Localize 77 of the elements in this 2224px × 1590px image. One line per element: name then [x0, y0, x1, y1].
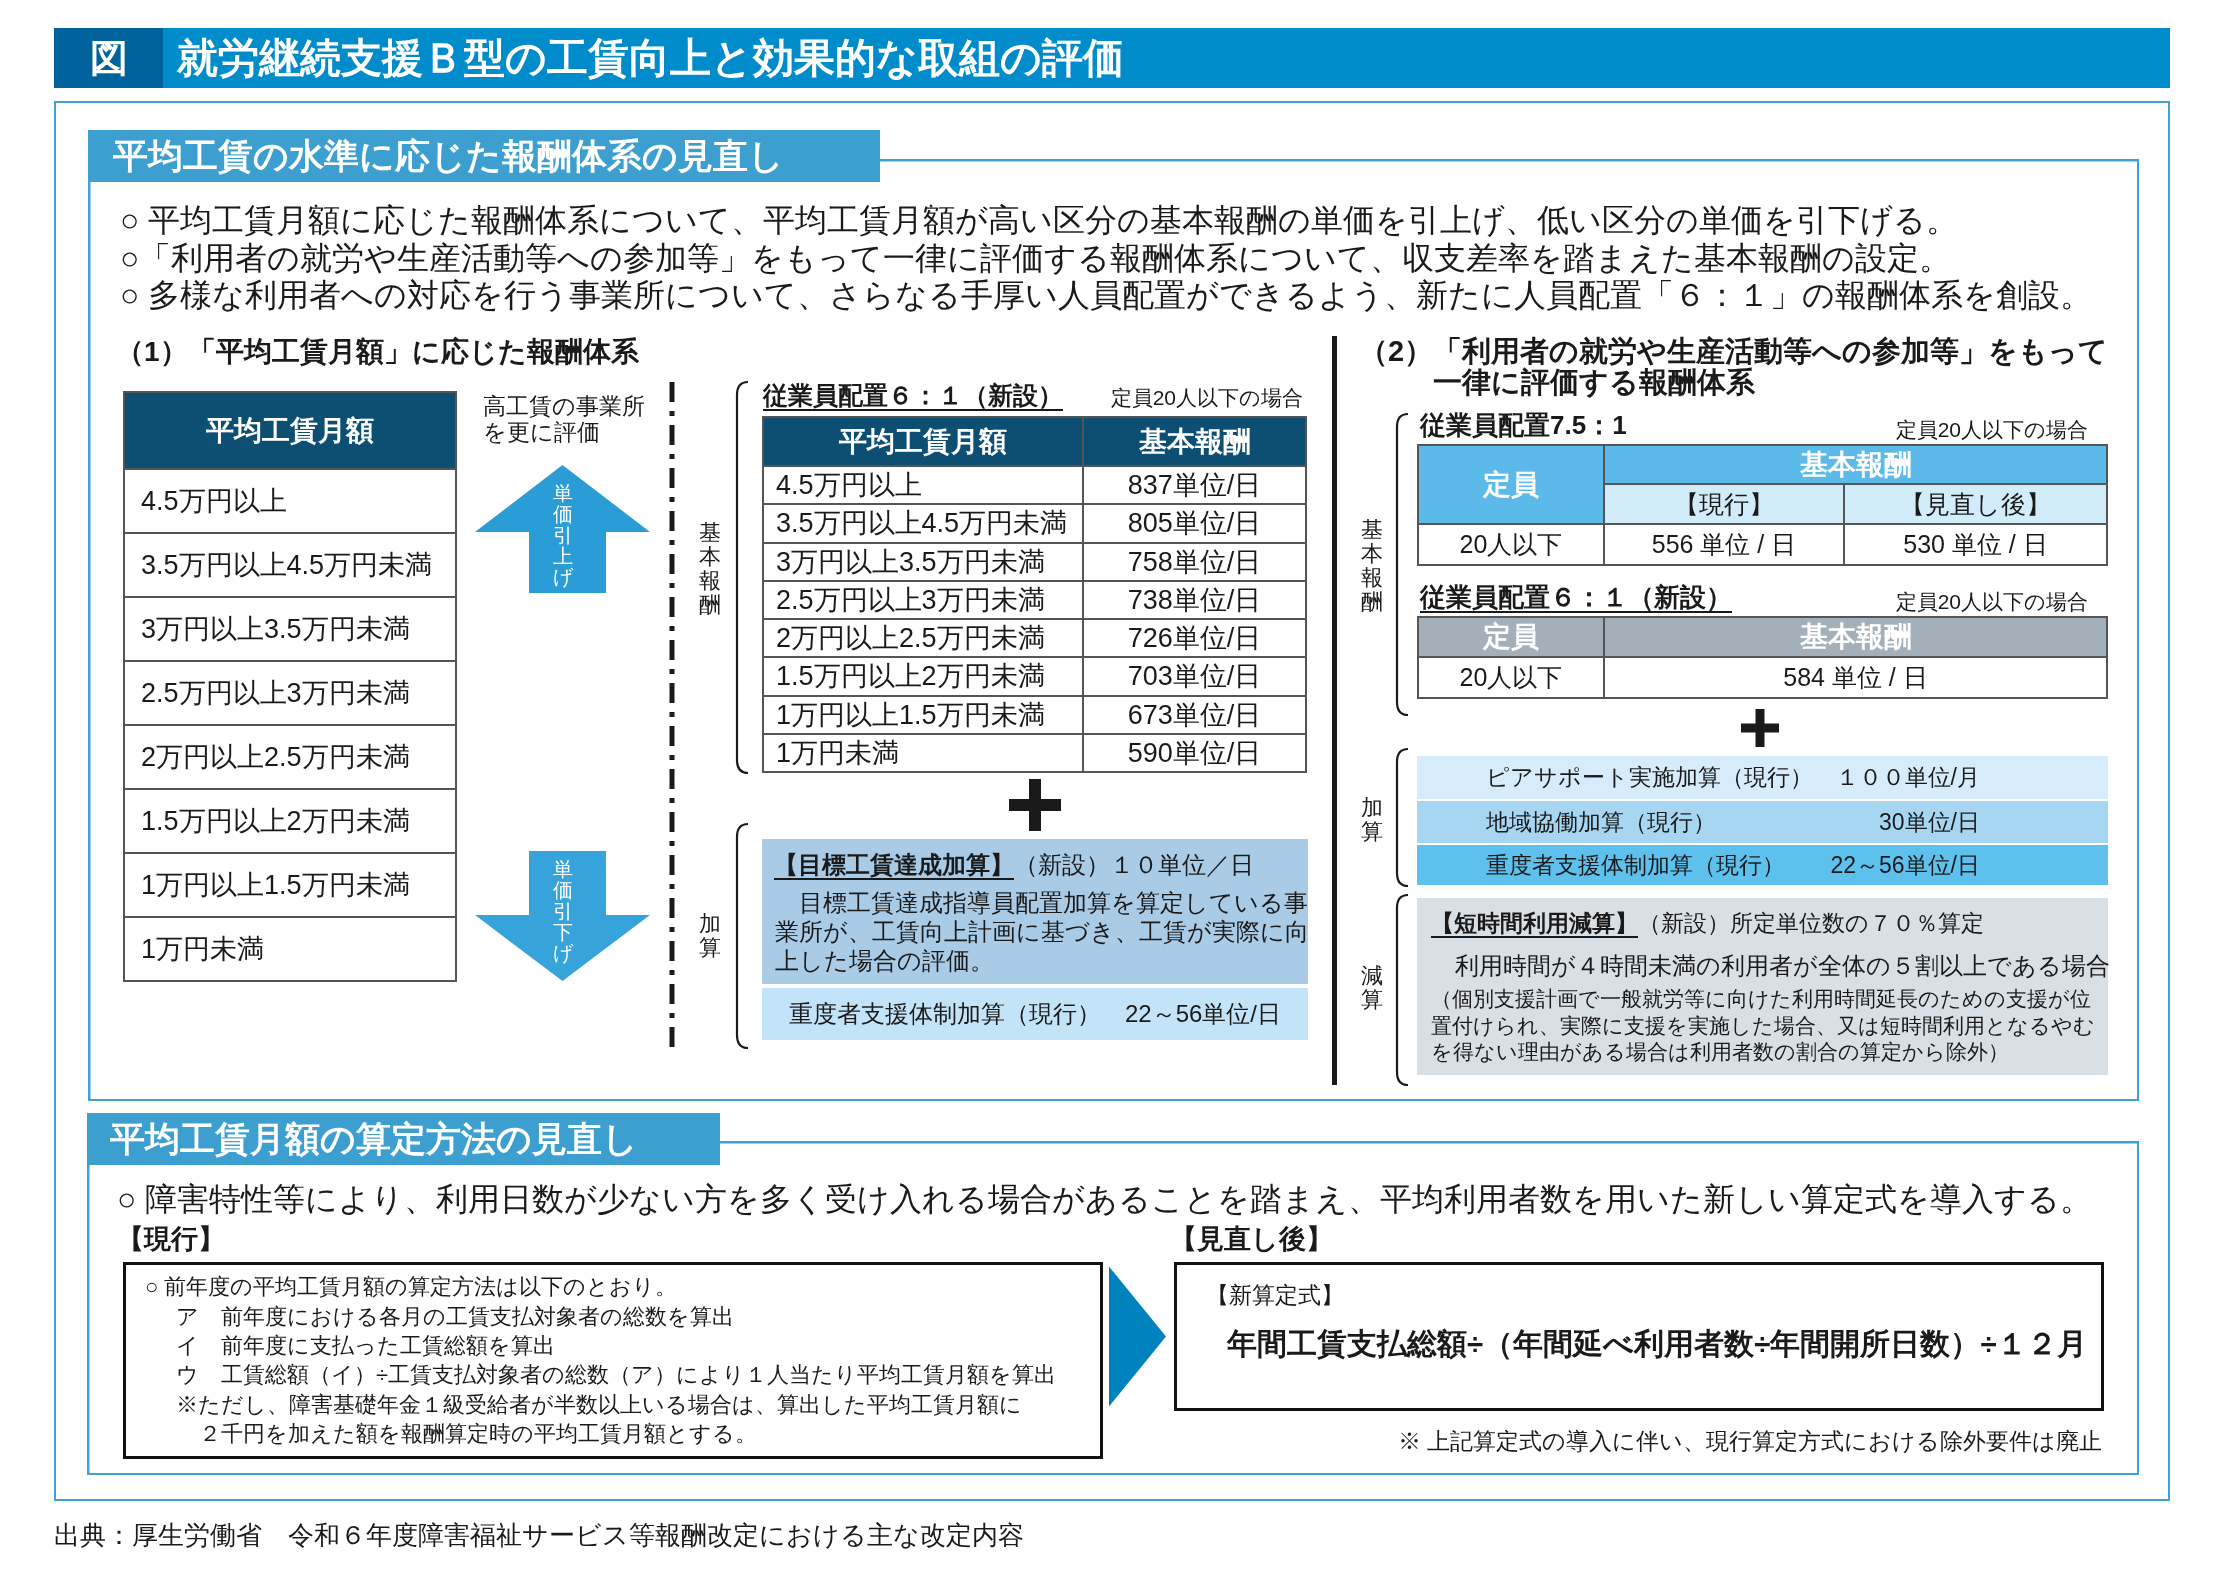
- table-note: 定員20人以下の場合: [1110, 385, 1303, 411]
- addition-box: [762, 839, 1308, 984]
- section-heading: 平均工賃の水準に応じた報酬体系の見直し: [88, 130, 880, 182]
- arrow-label: 単価引下げ: [551, 859, 574, 964]
- body-text: ※ただし、障害基礎年金１級受給者が半数以上いる場合は、算出した平均工賃月額に２千円を加えた額を報酬算定時の平均工賃月額とする。: [176, 1390, 1023, 1448]
- addition-band: [1417, 756, 2108, 799]
- table-title: 従業員配置６：１（新設）: [763, 380, 1063, 411]
- band-value: 30単位/日: [1879, 808, 1980, 837]
- box-title: 【短時間利用減算】（新設）所定単位数の７０％算定: [1431, 909, 1984, 938]
- table-cell: 1万円以上1.5万円未満: [123, 852, 457, 918]
- body-text: ウ 工賃総額（イ）÷工賃支払対象者の総数（ア）により１人当たり平均工賃月額を算出: [176, 1361, 1057, 1390]
- bracket-label: 加算: [1360, 796, 1384, 844]
- box-note: （個別支援計画で一般就労等に向けた利用時間延長のための支援が位置付けられ、実際に支援を実施した場合、又は短時間利用となるやむを得ない理由がある場合は利用者数の割合の算定から除外）: [1431, 986, 2096, 1065]
- bullet-text: ○ 障害特性等により、利用日数が少ない方を多く受け入れる場合があることを踏まえ、平均利用者数を用いた新しい算定式を導入する。: [117, 1179, 2093, 1218]
- bracket-label: 基本報酬: [1360, 518, 1384, 614]
- table-cell: 2.5万円以上3万円未満: [123, 660, 457, 726]
- table-cell: 2万円以上2.5万円未満: [123, 724, 457, 790]
- section-panel: [88, 130, 2139, 1101]
- formula: 年間工賃支払総額÷（年間延べ利用者数÷年間開所日数）÷１２月: [1227, 1326, 2087, 1362]
- table-cell: 4.5万円以上: [123, 468, 457, 534]
- table-cell: 3万円以上3.5万円未満: [123, 596, 457, 662]
- subsection-heading: （1）「平均工賃月額」に応じた報酬体系: [116, 335, 639, 369]
- table-note: 定員20人以下の場合: [1895, 589, 2088, 615]
- arrow-label: 単価引上げ: [551, 483, 574, 588]
- column-header: 基本報酬: [1603, 616, 2108, 658]
- column-header: 平均工賃月額: [762, 416, 1084, 467]
- table-cell: 20人以下: [1417, 523, 1605, 566]
- table-cell: 590単位/日: [1082, 732, 1307, 773]
- section-heading: 平均工賃月額の算定方法の見直し: [87, 1113, 720, 1165]
- table-title: 従業員配置7.5：1: [1420, 409, 1627, 442]
- column-header: 平均工賃月額: [123, 391, 457, 470]
- band-label: ピアサポート実施加算（現行）: [1486, 763, 1813, 792]
- band-value: １００単位/月: [1835, 763, 1980, 792]
- table-note: 定員20人以下の場合: [1895, 417, 2088, 443]
- column-header: 定員: [1417, 444, 1605, 525]
- table-cell: 20人以下: [1417, 656, 1605, 699]
- table-cell: 1.5万円以上2万円未満: [123, 788, 457, 854]
- bracket-label: 減算: [1360, 964, 1384, 1012]
- column-header: 基本報酬: [1603, 444, 2108, 485]
- addition-band: [1417, 845, 2108, 885]
- body-text: ア 前年度における各月の工賃支払対象者の総数を算出: [176, 1302, 734, 1331]
- body-text: ○ 前年度の平均工賃月額の算定方法は以下のとおり。: [145, 1273, 678, 1302]
- table-cell: 530 単位 / 日: [1843, 523, 2108, 566]
- band-value: 22～56単位/日: [1830, 851, 1980, 880]
- box-text: 目標工賃達成指導員配置加算を算定している事業所が、工賃向上計画に基づき、工賃が実際に向上した場合の評価。: [775, 889, 1310, 976]
- bracket-label: 基本報酬: [698, 521, 722, 617]
- box-title: 【目標工賃達成加算】（新設）１０単位／日: [774, 851, 1254, 880]
- band-label: 地域協働加算（現行）: [1486, 808, 1716, 837]
- figure-label: 図: [54, 28, 163, 88]
- addition-box: 重度者支援体制加算（現行） 22～56単位/日: [762, 988, 1308, 1040]
- source-caption: 出典：厚生労働省 令和６年度障害福祉サービス等報酬改定における主な改定内容: [54, 1519, 1024, 1552]
- table-cell: 584 単位 / 日: [1603, 656, 2108, 699]
- bullet-text: ○ 平均工賃月額に応じた報酬体系について、平均工賃月額が高い区分の基本報酬の単価を引上げ、低い区分の単価を引下げる。: [120, 201, 1959, 239]
- column-header: 【現行】: [1603, 483, 1845, 525]
- arrow-caption: 高工賃の事業所を更に評価: [483, 393, 646, 445]
- body-text: イ 前年度に支払った工賃総額を算出: [176, 1332, 555, 1360]
- section-panel: [87, 1113, 2139, 1475]
- table-title: 従業員配置６：１（新設）: [1420, 581, 1732, 614]
- bullet-text: ○「利用者の就労や生産活動等への参加等」をもって一律に評価する報酬体系について、収支差率を踏まえた基本報酬の設定。: [120, 238, 1952, 277]
- addition-band: [1417, 801, 2108, 843]
- bullet-text: ○ 多様な利用者への対応を行う事業所について、さらなる手厚い人員配置ができるよう、新たに人員配置「６：１」の報酬体系を創設。: [120, 276, 2093, 314]
- bracket-label: 加算: [698, 912, 722, 960]
- reduction-box: [1417, 898, 2108, 1075]
- footnote: ※ 上記算定式の導入に伴い、現行算定方式における除外要件は廃止: [1397, 1427, 2102, 1455]
- column-header: 基本報酬: [1082, 416, 1307, 467]
- box-heading: 【見直し後】: [1170, 1223, 1333, 1256]
- band-label: 重度者支援体制加算（現行）: [1486, 851, 1785, 880]
- box-text: 利用時間が４時間未満の利用者が全体の５割以上である場合: [1453, 952, 2110, 981]
- column-header: 定員: [1417, 616, 1605, 658]
- table-cell: 1万円未満: [762, 732, 1084, 773]
- table-cell: 3.5万円以上4.5万円未満: [123, 532, 457, 598]
- title: 就労継続支援Ｂ型の工賃向上と効果的な取組の評価: [177, 34, 1124, 83]
- formula-label: 【新算定式】: [1206, 1282, 1344, 1310]
- column-header: 【見直し後】: [1843, 483, 2108, 525]
- subsection-heading: （2）「利用者の就労や生産活動等への参加等」をもって一律に評価する報酬体系: [1359, 336, 2110, 398]
- table-cell: 1万円未満: [123, 916, 457, 982]
- box-heading: 【現行】: [117, 1223, 225, 1256]
